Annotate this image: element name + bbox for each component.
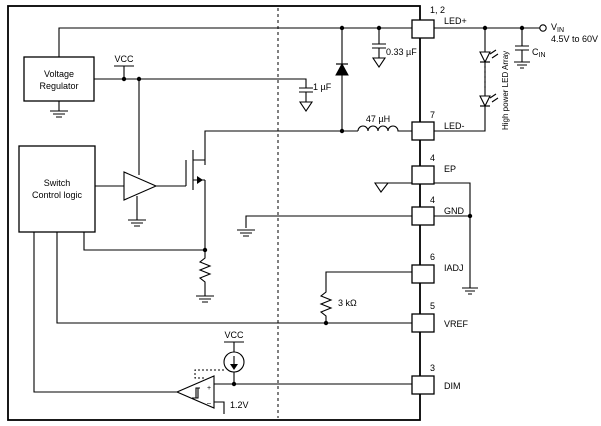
ground-icon [237, 229, 255, 237]
capacitor-cin [514, 28, 530, 69]
vin-terminal[interactable] [539, 24, 547, 32]
pin-led-plus[interactable] [411, 19, 435, 39]
wire-sense [83, 232, 205, 251]
led-emission-icon [489, 93, 499, 103]
pin-name: LED- [444, 121, 465, 131]
switch-control-line2: Control logic [32, 190, 83, 200]
pin-dim[interactable] [411, 375, 435, 395]
pin-number: 4 [430, 153, 435, 163]
vcc-rail-top [114, 65, 134, 79]
wire-vcc-to-cap [139, 78, 307, 88]
pin-name: VREF [444, 319, 469, 329]
pin-iadj[interactable] [411, 264, 435, 284]
res-3k-label: 3 kΩ [338, 298, 357, 308]
led-array-label: High power LED Array [501, 51, 510, 130]
voltage-regulator-line2: Regulator [39, 81, 78, 91]
pin-name: DIM [444, 381, 461, 391]
inductor-label: 47 µH [366, 114, 390, 124]
pin-name: EP [444, 164, 456, 174]
pin-name: IADJ [444, 263, 464, 273]
capacitor-1u [299, 87, 313, 102]
vcc-bottom-label: VCC [224, 330, 244, 340]
pin-led-minus[interactable] [411, 121, 435, 141]
ground-icon [373, 182, 390, 193]
capacitor-033 [372, 28, 386, 58]
junction [339, 128, 345, 134]
led-icon [479, 95, 491, 108]
cap-033-label: 0.33 µF [386, 47, 417, 57]
comp-plus: + [207, 385, 211, 392]
ground-icon [196, 292, 214, 303]
hysteresis-icon [192, 387, 200, 399]
vin-range-label: 4.5V to 60V [551, 34, 598, 44]
mosfet-icon [192, 145, 206, 250]
voltage-regulator-line1: Voltage [44, 69, 74, 79]
pin-boxes [411, 19, 435, 395]
pin-number: 5 [430, 301, 435, 311]
pin-number: 3 [430, 363, 435, 373]
vin-label: VIN [551, 22, 564, 34]
wire-top-rail [58, 27, 412, 57]
ground-icon [50, 101, 68, 118]
junction [323, 320, 329, 326]
cin-label: CIN [532, 47, 546, 59]
vcc-top-label: VCC [114, 54, 134, 64]
led-icon [479, 51, 491, 64]
junction [467, 213, 473, 219]
wire-ext-ground [434, 182, 478, 295]
pin-number: 4 [430, 195, 435, 205]
pin-number: 6 [430, 252, 435, 262]
switch-control-block [18, 145, 96, 233]
ground-icon [298, 101, 314, 112]
wire-ref [214, 401, 225, 414]
dim-comparator [175, 375, 215, 409]
comp-minus: – [207, 400, 211, 407]
ref-12-label: 1.2V [230, 400, 249, 410]
pin-name: GND [444, 206, 465, 216]
wire-gnd-int [245, 215, 412, 228]
ground-icon [371, 57, 387, 68]
voltage-regulator-block [23, 56, 95, 102]
ground-icon [128, 196, 146, 227]
gate-driver-buffer [123, 171, 158, 201]
wire-vref [56, 232, 412, 324]
wire-dim-to-logic [33, 232, 177, 393]
wire-led-string [434, 28, 486, 132]
sense-resistor [198, 250, 212, 292]
pin-vref[interactable] [411, 313, 435, 333]
dashed-control [194, 369, 224, 379]
switch-control-line1: Switch [44, 178, 71, 188]
diode-icon [335, 62, 349, 76]
vcc-rail-bottom [224, 341, 244, 352]
led-emission-icon [489, 49, 499, 59]
cap-1u-label: 1 µF [313, 82, 332, 92]
inductor-47u [357, 125, 412, 132]
pin-name: LED+ [444, 16, 467, 26]
pin-gnd[interactable] [411, 206, 435, 226]
mosfet-arrow [197, 176, 203, 184]
wire-switch-node [204, 130, 358, 145]
resistor-3k [319, 271, 412, 323]
pin-ep[interactable] [411, 165, 435, 185]
pin-number: 7 [430, 110, 435, 120]
pin-number: 1, 2 [430, 5, 445, 15]
